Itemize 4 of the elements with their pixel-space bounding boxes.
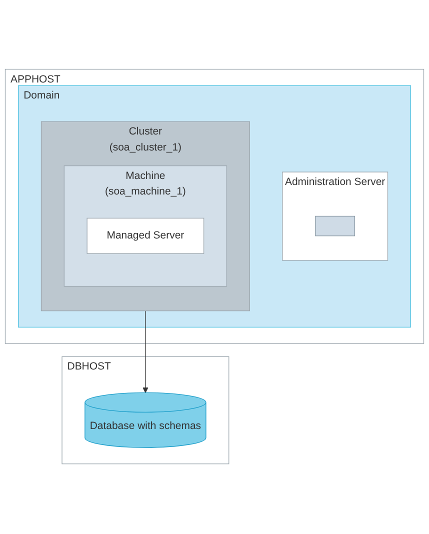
arrow xyxy=(142,310,148,394)
cluster: Administration Server xyxy=(282,172,388,262)
node-box: Managed Server xyxy=(86,218,204,254)
node-box xyxy=(315,216,356,237)
